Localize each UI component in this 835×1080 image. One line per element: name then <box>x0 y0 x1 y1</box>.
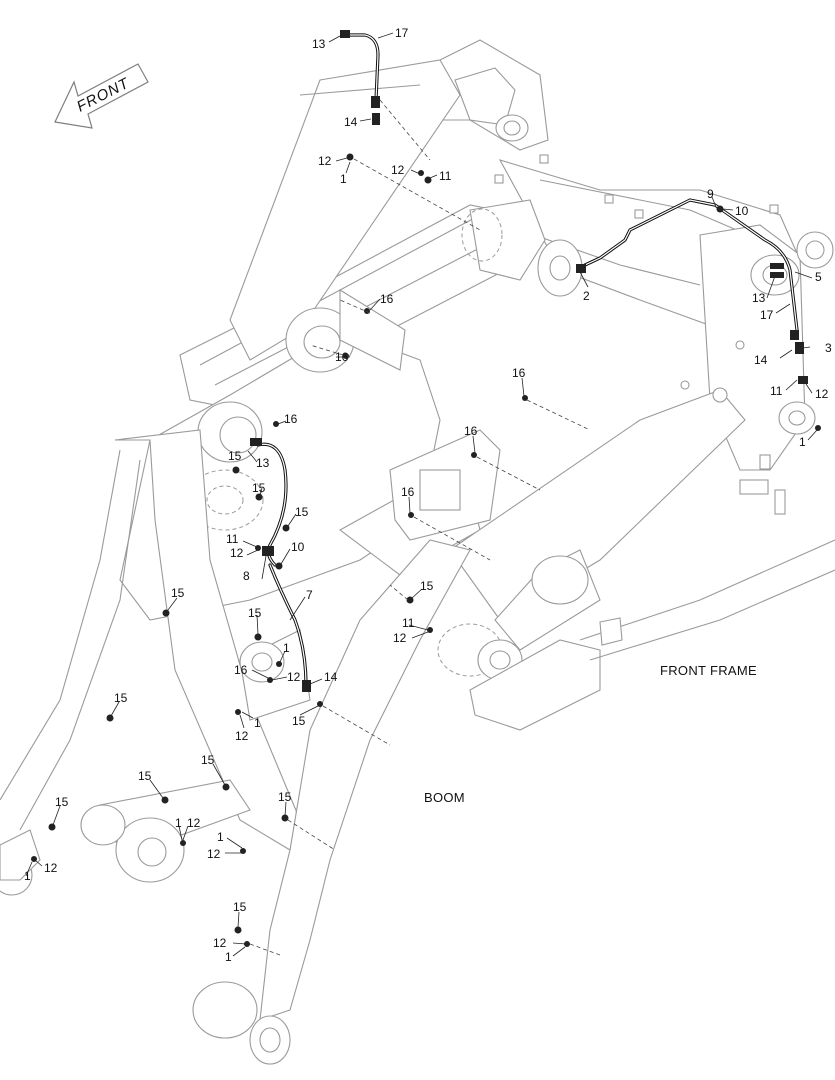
callout-numbers: 13 17 14 12 1 12 11 9 10 5 2 13 17 3 14 … <box>24 26 832 964</box>
callout-12: 12 <box>287 670 301 684</box>
callout-1: 1 <box>175 816 182 830</box>
callout-16: 16 <box>284 412 298 426</box>
callout-16: 16 <box>464 424 478 438</box>
callout-3: 3 <box>825 341 832 355</box>
callout-12: 12 <box>318 154 332 168</box>
callout-13: 13 <box>752 291 766 305</box>
callout-1: 1 <box>24 869 31 883</box>
callout-1: 1 <box>340 172 347 186</box>
callout-16: 16 <box>380 292 394 306</box>
callout-17: 17 <box>760 308 774 322</box>
front-frame-label: FRONT FRAME <box>660 663 757 678</box>
callout-8: 8 <box>243 569 250 583</box>
callout-14: 14 <box>754 353 768 367</box>
callout-9: 9 <box>707 187 714 201</box>
callout-10: 10 <box>291 540 305 554</box>
callout-12: 12 <box>213 936 227 950</box>
callout-15: 15 <box>252 481 266 495</box>
callout-12: 12 <box>207 847 221 861</box>
callout-12: 12 <box>391 163 405 177</box>
callout-15: 15 <box>295 505 309 519</box>
front-direction-arrow: FRONT <box>54 63 149 129</box>
callout-13: 13 <box>256 456 270 470</box>
callout-15: 15 <box>55 795 69 809</box>
callout-14: 14 <box>344 115 358 129</box>
callout-16: 16 <box>335 350 349 364</box>
callout-17: 17 <box>395 26 409 40</box>
callout-11: 11 <box>770 384 783 398</box>
callout-12: 12 <box>393 631 407 645</box>
callout-16: 16 <box>234 663 248 677</box>
callout-15: 15 <box>233 900 247 914</box>
callout-15: 15 <box>278 790 292 804</box>
callout-16: 16 <box>401 485 415 499</box>
callout-15: 15 <box>201 753 215 767</box>
callout-1: 1 <box>799 435 806 449</box>
callout-15: 15 <box>228 449 242 463</box>
callout-10: 10 <box>735 204 749 218</box>
callout-2: 2 <box>583 289 590 303</box>
callout-12: 12 <box>230 546 244 560</box>
callout-13: 13 <box>312 37 326 51</box>
callout-12: 12 <box>235 729 249 743</box>
callout-7: 7 <box>306 588 313 602</box>
boom-structure-line-art <box>0 39 835 1065</box>
callout-15: 15 <box>420 579 434 593</box>
boom-label: BOOM <box>424 790 465 805</box>
callout-12: 12 <box>187 816 201 830</box>
callout-15: 15 <box>292 714 306 728</box>
callout-1: 1 <box>225 950 232 964</box>
callout-1: 1 <box>254 716 261 730</box>
callout-12: 12 <box>44 861 58 875</box>
callout-14: 14 <box>324 670 338 684</box>
leader-lines <box>25 32 818 957</box>
callout-15: 15 <box>138 769 152 783</box>
callout-1: 1 <box>283 641 290 655</box>
callout-1: 1 <box>217 830 224 844</box>
callout-16: 16 <box>512 366 526 380</box>
callout-15: 15 <box>248 606 262 620</box>
callout-11: 11 <box>439 169 452 183</box>
callout-15: 15 <box>114 691 128 705</box>
callout-5: 5 <box>815 270 822 284</box>
callout-15: 15 <box>171 586 185 600</box>
callout-12: 12 <box>815 387 829 401</box>
callout-11: 11 <box>402 616 415 630</box>
fittings-and-grease-nipples <box>31 30 821 947</box>
callout-11: 11 <box>226 532 239 546</box>
